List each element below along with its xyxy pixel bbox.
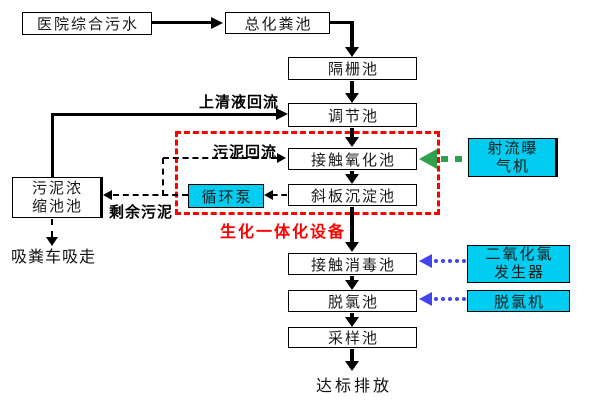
node-sampling-pool: 采样池 [288,327,417,348]
node-label-line2: 发生器 [493,264,545,281]
arrow-grid-to-regulating-shaft [350,81,354,94]
node-grid-pool: 隔栅池 [288,57,417,80]
node-hospital-sewage: 医院综合污水 [22,12,152,35]
integrated-equipment-group-outline [175,131,440,215]
line-supernatant-hseg [51,113,276,116]
arrow-regulating-to-oxidation-shaft [350,128,354,138]
node-label: 采样池 [327,330,379,347]
arrow-disinfection-to-dechlorination-shaft [350,276,354,281]
arrow-sedimentation-to-disinfection-head [345,242,359,252]
arrow-sampling-to-discharge-shaft [350,349,354,362]
label-biochemical-integrated-equipment: 生化一体化设备 [220,224,347,241]
line-dechlorinator-to-pool [434,297,466,301]
arrow-oxidation-to-sedimentation-shaft [350,171,354,175]
line-sludge-junction [162,158,164,196]
node-contact-disinfection-pool: 接触消毒池 [288,253,417,275]
node-dechlorination-pool: 脱氯池 [288,290,417,312]
line-pump-to-thickening [113,194,188,196]
arrow-sedimentation-to-pump-head [264,190,273,200]
node-label: 脱氯机 [493,293,545,311]
arrow-dechlorinator-to-pool-head [419,292,432,306]
label-discharge: 达标排放 [316,378,393,395]
arrow-grid-to-regulating-head [345,93,359,103]
line-aerator-to-oxidation [441,156,467,162]
arrow-septic-to-grid-vseg [350,21,354,48]
node-dechlorination-machine: 脱氯机 [467,290,570,312]
label-supernatant-reflux: 上清液回流 [199,94,280,111]
node-label: 隔栅池 [327,61,379,78]
arrow-sampling-to-discharge-head [345,361,359,371]
node-septic-tank: 总化粪池 [225,12,330,34]
arrow-aerator-to-oxidation-head [419,149,437,169]
node-label-line1: 二氧化氯 [485,246,554,263]
arrow-hospital-to-septic-shaft [152,21,211,24]
line-sedimentation-to-pump [272,194,287,196]
node-label-line1: 射流曝 [487,139,539,157]
node-label: 调节池 [327,107,379,125]
node-label: 斜板沉淀池 [310,187,396,205]
arrow-disinfection-to-dechlorination-head [345,280,359,290]
label-excess-sludge: 剩余污泥 [109,204,174,221]
arrow-sedimentation-to-disinfection-shaft [350,207,354,243]
node-sludge-thickening-pool: 污泥浓 缩池池 [12,177,103,218]
node-jet-aerator: 射流曝 气机 [468,138,558,177]
node-label: 总化粪池 [244,15,313,33]
line-thickening-to-truck [51,219,53,237]
node-circulating-pump: 循环泵 [188,184,264,208]
line-generator-to-disinfection [434,259,466,263]
arrow-excess-sludge-head [103,190,112,200]
arrow-dechlorination-to-sampling-shaft [350,313,354,318]
node-label: 医院综合污水 [36,16,139,33]
node-label-line1: 污泥浓 [31,179,83,197]
node-label: 循环泵 [201,188,253,206]
arrow-septic-to-grid-head [345,47,359,57]
node-label: 脱氯池 [327,293,379,311]
label-suction-truck: 吸粪车吸走 [11,249,97,266]
arrow-supernatant-head [276,108,288,120]
arrow-septic-to-grid-hseg [330,21,354,24]
line-sludge-reflux [163,157,277,159]
node-label-line2: 缩池池 [31,197,83,215]
node-label: 接触消毒池 [310,256,396,274]
arrow-thickening-to-truck-head [46,237,58,246]
node-contact-oxidation-pool: 接触氧化池 [288,148,417,170]
node-inclined-plate-sedimentation-pool: 斜板沉淀池 [288,184,417,206]
arrow-hospital-to-septic-head [211,17,223,29]
label-sludge-reflux: 污泥回流 [213,144,278,161]
node-label-line2: 气机 [495,157,530,175]
node-label: 接触氧化池 [310,151,396,169]
arrow-regulating-to-oxidation-head [345,137,359,147]
arrow-oxidation-to-sedimentation-head [345,174,359,184]
line-supernatant-vseg [51,113,54,177]
arrow-sludge-reflux-head [277,153,286,163]
node-regulating-pool: 调节池 [288,103,417,127]
node-chlorine-dioxide-generator: 二氧化氯 发生器 [467,245,570,283]
arrow-dechlorination-to-sampling-head [345,317,359,327]
arrow-generator-to-disinfection-head [419,254,432,268]
